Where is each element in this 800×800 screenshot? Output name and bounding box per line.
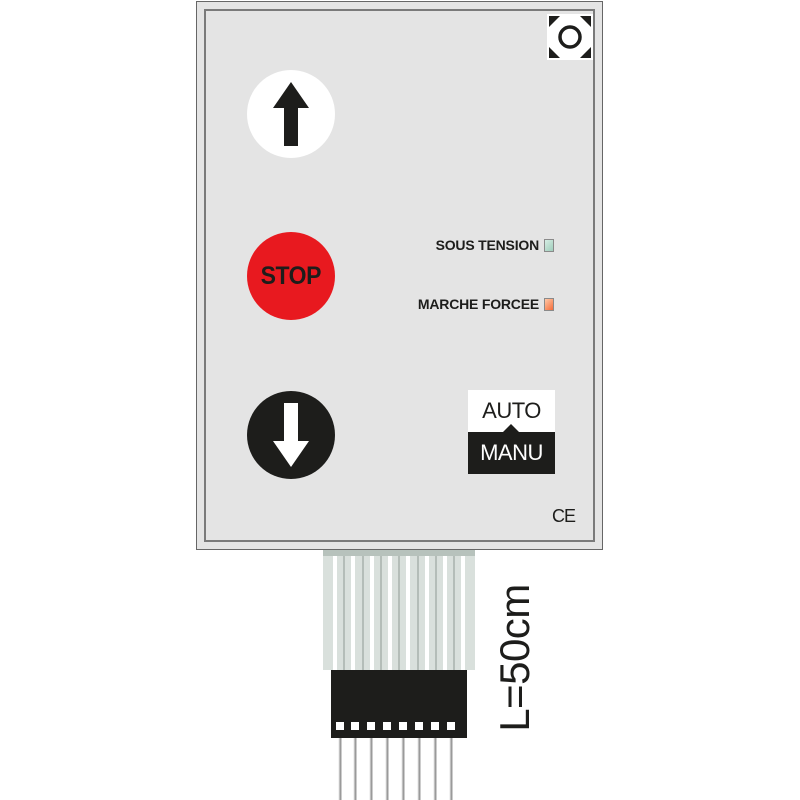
auto-manu-button[interactable]: AUTO MANU bbox=[468, 390, 555, 474]
arrow-down-icon bbox=[273, 403, 309, 467]
maximize-icon bbox=[547, 14, 593, 60]
indicator-label: MARCHE FORCEE bbox=[417, 296, 539, 312]
up-button[interactable] bbox=[247, 70, 335, 158]
down-button[interactable] bbox=[247, 391, 335, 479]
toggle-diamond-icon bbox=[503, 424, 519, 440]
stop-label: STOP bbox=[260, 261, 322, 290]
indicator-marche-forcee: MARCHE FORCEE bbox=[418, 296, 554, 312]
manu-label: MANU bbox=[468, 432, 555, 474]
indicator-label: SOUS TENSION bbox=[435, 237, 540, 253]
orange-led-icon bbox=[544, 297, 554, 311]
arrow-up-icon bbox=[273, 82, 309, 146]
indicator-sous-tension: SOUS TENSION bbox=[436, 237, 554, 253]
green-led-icon bbox=[544, 238, 554, 252]
panel-border bbox=[204, 9, 595, 542]
auto-label: AUTO bbox=[468, 390, 555, 432]
ce-mark: CE bbox=[552, 506, 576, 526]
cable-length-label: L=50cm bbox=[491, 584, 538, 732]
ribbon-cable bbox=[323, 550, 475, 800]
stop-button[interactable]: STOP bbox=[247, 232, 335, 320]
